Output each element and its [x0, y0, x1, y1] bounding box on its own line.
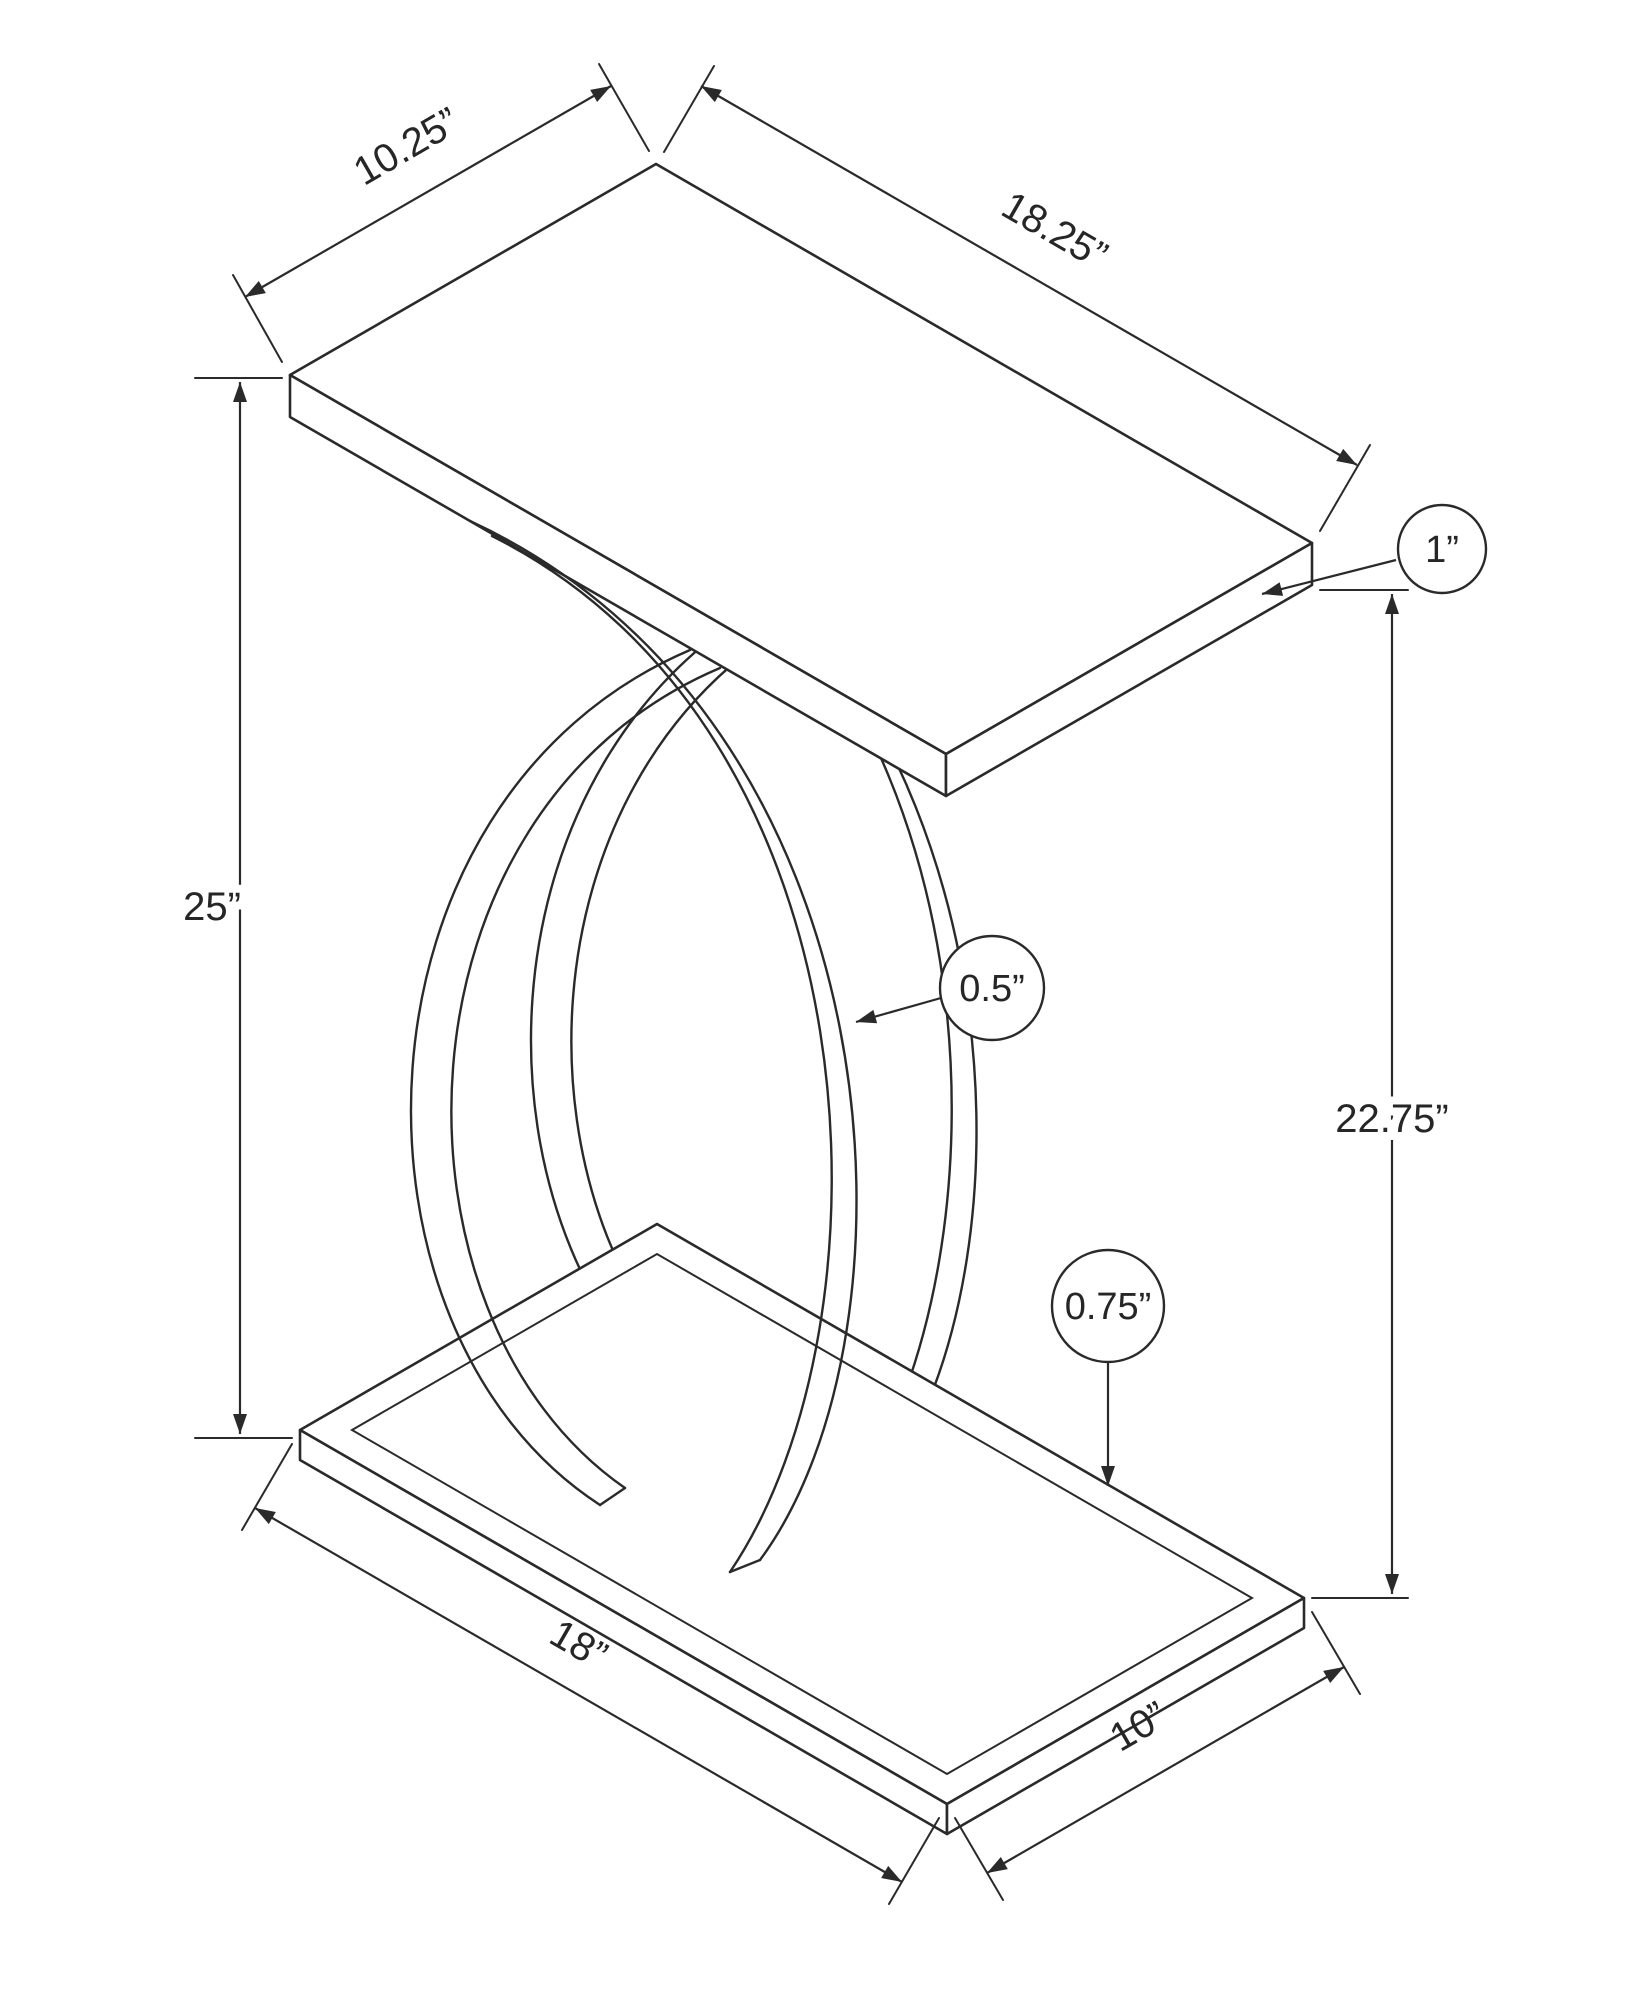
- dim-base-depth-ext-right: [1311, 1611, 1361, 1695]
- front-c-curve-outer: [409, 648, 692, 1507]
- dim-top-depth-ext-left: [232, 274, 283, 363]
- callout-frame-thickness-label: 0.5”: [959, 968, 1024, 1010]
- callout-base-thickness-circle: [1050, 1248, 1166, 1364]
- front-c-curve-inner: [450, 666, 722, 1490]
- dim-top-depth-ext-right: [598, 63, 650, 152]
- dim-top-depth-line: [244, 85, 612, 298]
- dim-base-length-ext-left: [241, 1443, 293, 1531]
- dim-top-length-label: 18.25”: [994, 183, 1114, 278]
- dim-base-depth-line: [986, 1666, 1345, 1874]
- dim-overall-height-label: 25”: [183, 885, 241, 929]
- dim-base-length-ext-right: [888, 1817, 940, 1905]
- dim-clearance-height: 22.75”: [1311, 589, 1457, 1599]
- dim-top-length-ext-left: [663, 65, 715, 153]
- dim-top-length-line: [700, 85, 1358, 466]
- dim-base-length-line: [254, 1507, 903, 1883]
- front-s-curve-outer: [468, 519, 858, 1562]
- dim-overall-height: 25”: [175, 377, 293, 1439]
- callout-frame-thickness-leader: [855, 996, 942, 1024]
- dim-base-depth-ext-left: [954, 1817, 1004, 1901]
- table-top-slab: [288, 162, 1314, 798]
- callout-frame-thickness: 0.5”: [855, 934, 1046, 1042]
- callout-base-thickness: 0.75”: [1050, 1248, 1166, 1486]
- front-c-curve-endcap: [598, 1486, 627, 1507]
- callout-top-thickness: 1”: [1261, 503, 1488, 596]
- callout-top-thickness-leader: [1261, 558, 1397, 596]
- callout-top-thickness-label: 1”: [1425, 529, 1459, 571]
- top-slab-right-edge-face: [944, 541, 1314, 798]
- front-s-curve-inner: [490, 534, 833, 1574]
- dim-clearance-label: 22.75”: [1335, 1097, 1448, 1141]
- callout-top-thickness-circle: [1396, 503, 1488, 595]
- callout-base-thickness-label: 0.75”: [1065, 1286, 1152, 1328]
- callout-frame-thickness-circle: [938, 934, 1046, 1042]
- table-drawing: [288, 162, 1314, 1836]
- dim-top-length-ext-right: [1319, 444, 1371, 532]
